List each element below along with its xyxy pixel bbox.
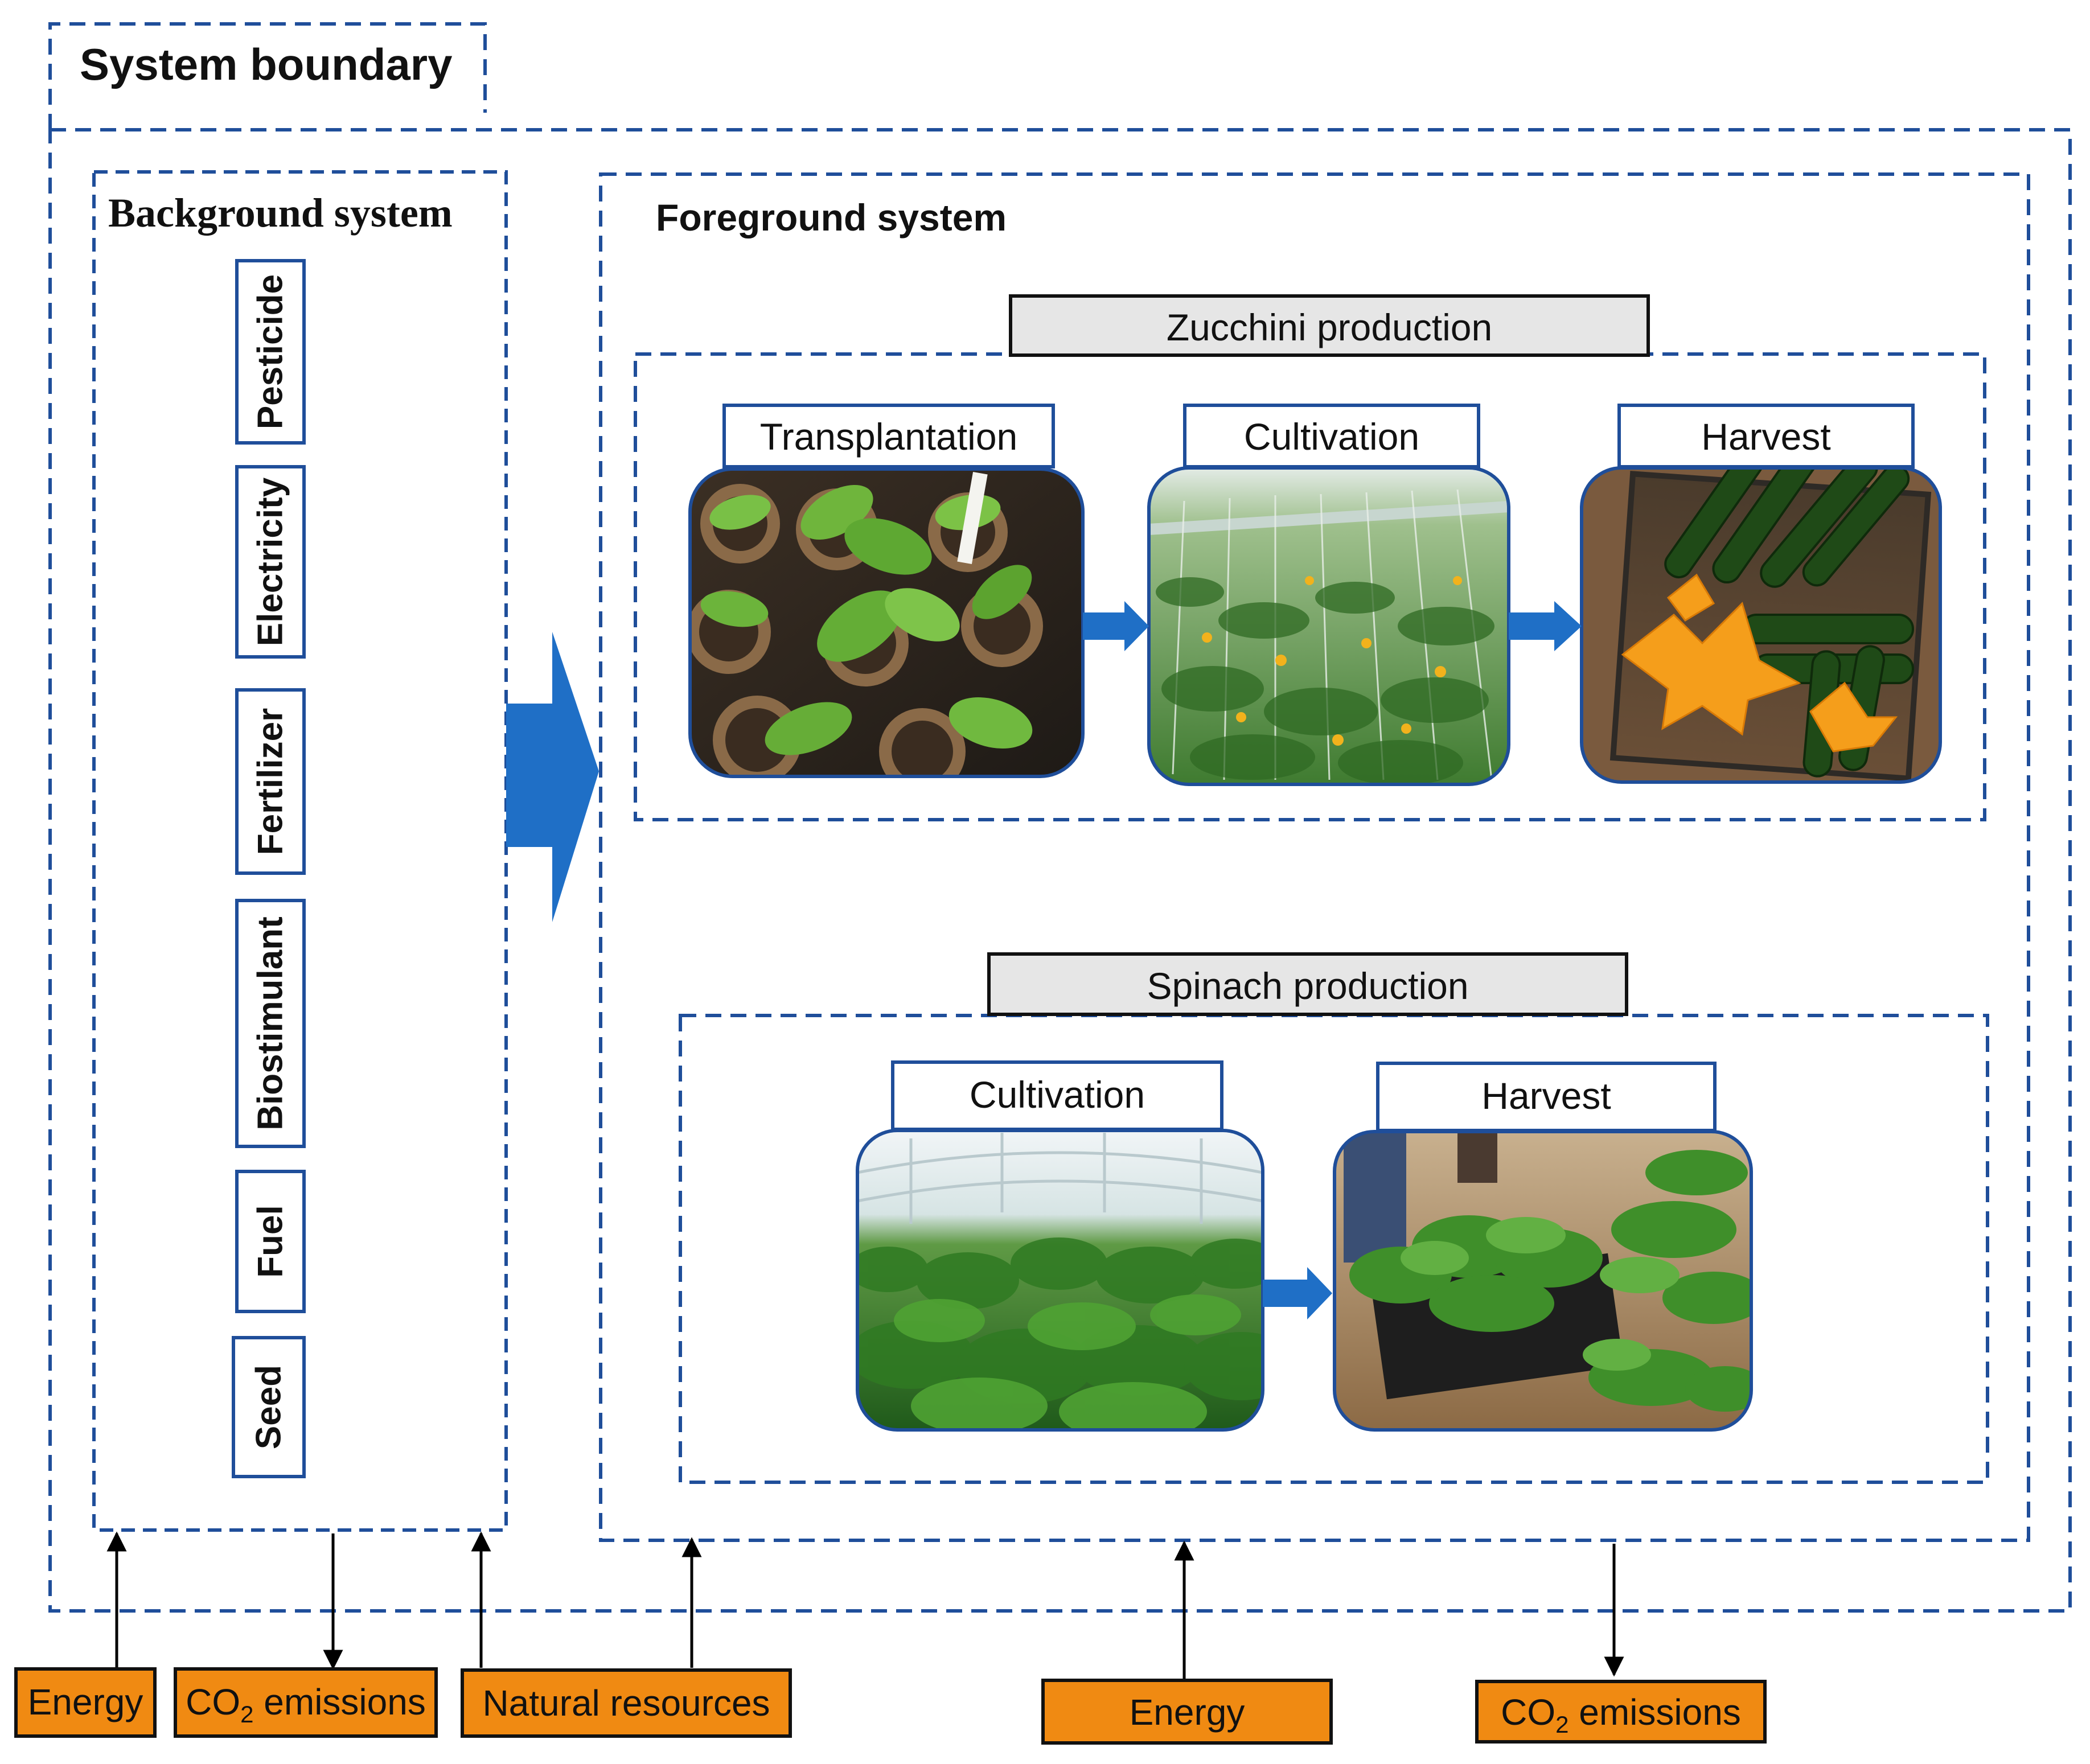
foreground-system-frame [599, 172, 2030, 1542]
zucchini-stage-cultivation: Cultivation [1244, 416, 1419, 458]
background-inputs-list: Pesticide Electricity Fertilizer Biostim… [232, 259, 306, 1478]
spinach-harvest-photo [1333, 1130, 1753, 1432]
input-box-electricity [235, 465, 306, 659]
zucchini-production-title: Zucchini production [1167, 306, 1492, 348]
background-system-title: Background system [108, 190, 453, 236]
zucchini-arrow-transplantation-to-cultivation [1083, 601, 1149, 651]
co2-right-subscript: 2 [1555, 1711, 1568, 1738]
zucchini-stage-harvest: Harvest [1701, 416, 1830, 458]
energy-left-box [14, 1667, 157, 1738]
co2-left-prefix: CO [186, 1681, 240, 1722]
spinach-stage-label-box-harvest [1376, 1062, 1717, 1132]
background-to-foreground-arrow [506, 632, 599, 922]
zucchini-stage-label-box-cultivation [1183, 404, 1480, 468]
foreground-system-title: Foreground system [656, 196, 1007, 239]
zucchini-arrow-cultivation-to-harvest [1509, 601, 1582, 651]
background-system-frame [92, 170, 508, 1532]
input-box-biostimulant [235, 899, 306, 1148]
co2-right-label: CO2 emissions [1501, 1692, 1741, 1738]
energy-left-label: Energy [28, 1681, 143, 1722]
co2-right-box [1475, 1680, 1767, 1744]
system-boundary-label-frame [48, 22, 487, 130]
zucchini-stage-transplantation: Transplantation [760, 416, 1018, 458]
zucchini-stage-label-box-transplantation [722, 404, 1055, 468]
co2-left-suffix: emissions [254, 1681, 426, 1722]
input-box-seed [232, 1336, 306, 1478]
zucchini-production-frame [634, 352, 1986, 821]
input-label-seed: Seed [249, 1365, 289, 1449]
energy-right-label: Energy [1130, 1692, 1245, 1733]
co2-left-subscript: 2 [240, 1701, 253, 1728]
spinach-stage-cultivation: Cultivation [970, 1074, 1145, 1116]
zucchini-stage-label-box-harvest [1617, 404, 1915, 468]
spinach-production-title-bar [987, 952, 1628, 1016]
input-label-electricity: Electricity [251, 477, 290, 646]
input-label-pesticide: Pesticide [251, 274, 290, 429]
spinach-arrow-cultivation-to-harvest [1263, 1267, 1332, 1319]
zucchini-harvest-photo [1580, 466, 1942, 784]
co2-left-label: CO2 emissions [186, 1681, 426, 1728]
spinach-cultivation-photo [856, 1129, 1264, 1432]
co2-right-prefix: CO [1501, 1692, 1555, 1733]
spinach-stage-harvest: Harvest [1481, 1075, 1611, 1117]
natural-resources-label: Natural resources [482, 1683, 770, 1724]
co2-right-suffix: emissions [1569, 1692, 1741, 1733]
energy-right-box [1041, 1679, 1333, 1745]
input-label-fertilizer: Fertilizer [251, 708, 290, 855]
system-boundary-title: System boundary [80, 39, 453, 89]
zucchini-transplantation-photo [688, 467, 1085, 778]
input-box-fuel [235, 1170, 306, 1313]
natural-resources-box [461, 1668, 792, 1738]
input-box-fertilizer [235, 688, 306, 875]
input-label-biostimulant: Biostimulant [251, 916, 290, 1130]
zucchini-cultivation-photo [1147, 466, 1510, 786]
input-label-fuel: Fuel [251, 1205, 290, 1277]
system-boundary-frame [48, 128, 2072, 1613]
input-box-pesticide [235, 259, 306, 445]
co2-left-box [174, 1667, 438, 1738]
zucchini-production-title-bar [1009, 294, 1650, 357]
spinach-production-title: Spinach production [1147, 965, 1468, 1007]
